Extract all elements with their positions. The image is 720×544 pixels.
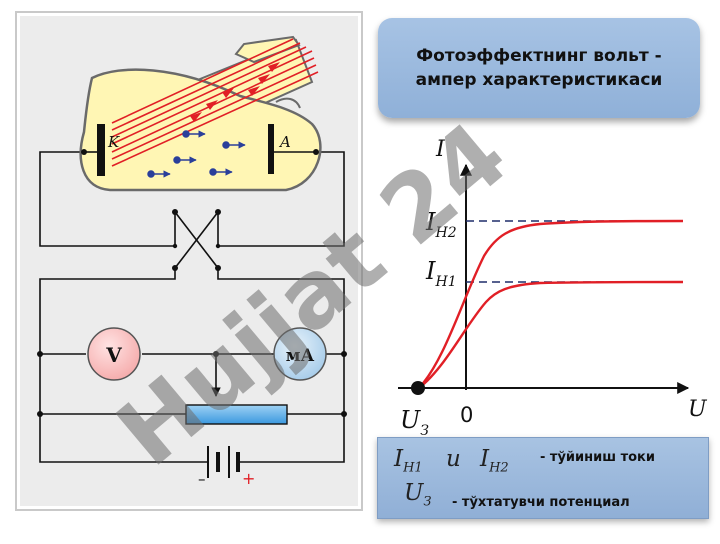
cathode-plate (97, 124, 105, 176)
battery-minus-sign: – (198, 470, 206, 488)
origin-label: 0 (460, 403, 473, 427)
voltmeter-label: V (105, 343, 122, 367)
phototube-bulb (79, 68, 322, 192)
upper-curve (418, 219, 684, 389)
stopping-point (411, 381, 425, 395)
title-line-2: ампер характеристикаси (415, 70, 663, 90)
anode-terminal (313, 149, 319, 155)
rheostat (185, 404, 288, 425)
legend-and-word: и (446, 446, 461, 472)
anode-label: A (278, 133, 291, 151)
bulb-neck (275, 97, 301, 109)
circuit-wires (39, 151, 345, 463)
legend-u3: UЗ (404, 480, 432, 510)
u-axis-label: U (688, 397, 708, 422)
voltmeter: V (87, 327, 141, 381)
ih2-label: IH2 (425, 208, 457, 241)
photoelectrons (147, 130, 246, 178)
anode-plate (268, 124, 274, 174)
title-line-1: Фотоэффектнинг вольт - (416, 46, 662, 66)
milliammeter-label: мА (286, 346, 315, 366)
legend-box: IH1 и IH2 - тўйиниш токи UЗ - тўхтатувчи… (377, 437, 709, 519)
legend-ih1: IH1 (394, 446, 423, 476)
circuit-panel: K A V мА (15, 11, 363, 511)
ray-arrowheads (190, 62, 280, 122)
title-box: Фотоэффектнинг вольт - ампер характерист… (378, 18, 700, 118)
legend-ih2: IH2 (480, 446, 509, 476)
battery-plus-sign: + (242, 469, 255, 488)
junction-dots (37, 351, 347, 417)
lower-curve (418, 280, 684, 389)
i-axis-label: I (435, 137, 446, 162)
cathode-label: K (107, 133, 120, 151)
legend-saturation-text: - тўйиниш токи (540, 450, 655, 465)
cathode-terminal (81, 149, 87, 155)
battery (207, 446, 240, 478)
milliammeter: мА (273, 327, 327, 381)
reversing-switch (172, 209, 221, 271)
u3-label: UЗ (400, 406, 429, 439)
light-rays (111, 38, 319, 167)
ih1-label: IH1 (425, 257, 457, 290)
iv-characteristic-graph: I U 0 IH2 IH1 UЗ (398, 137, 708, 439)
legend-stopping-text: - тўхтатувчи потенциал (452, 495, 630, 510)
